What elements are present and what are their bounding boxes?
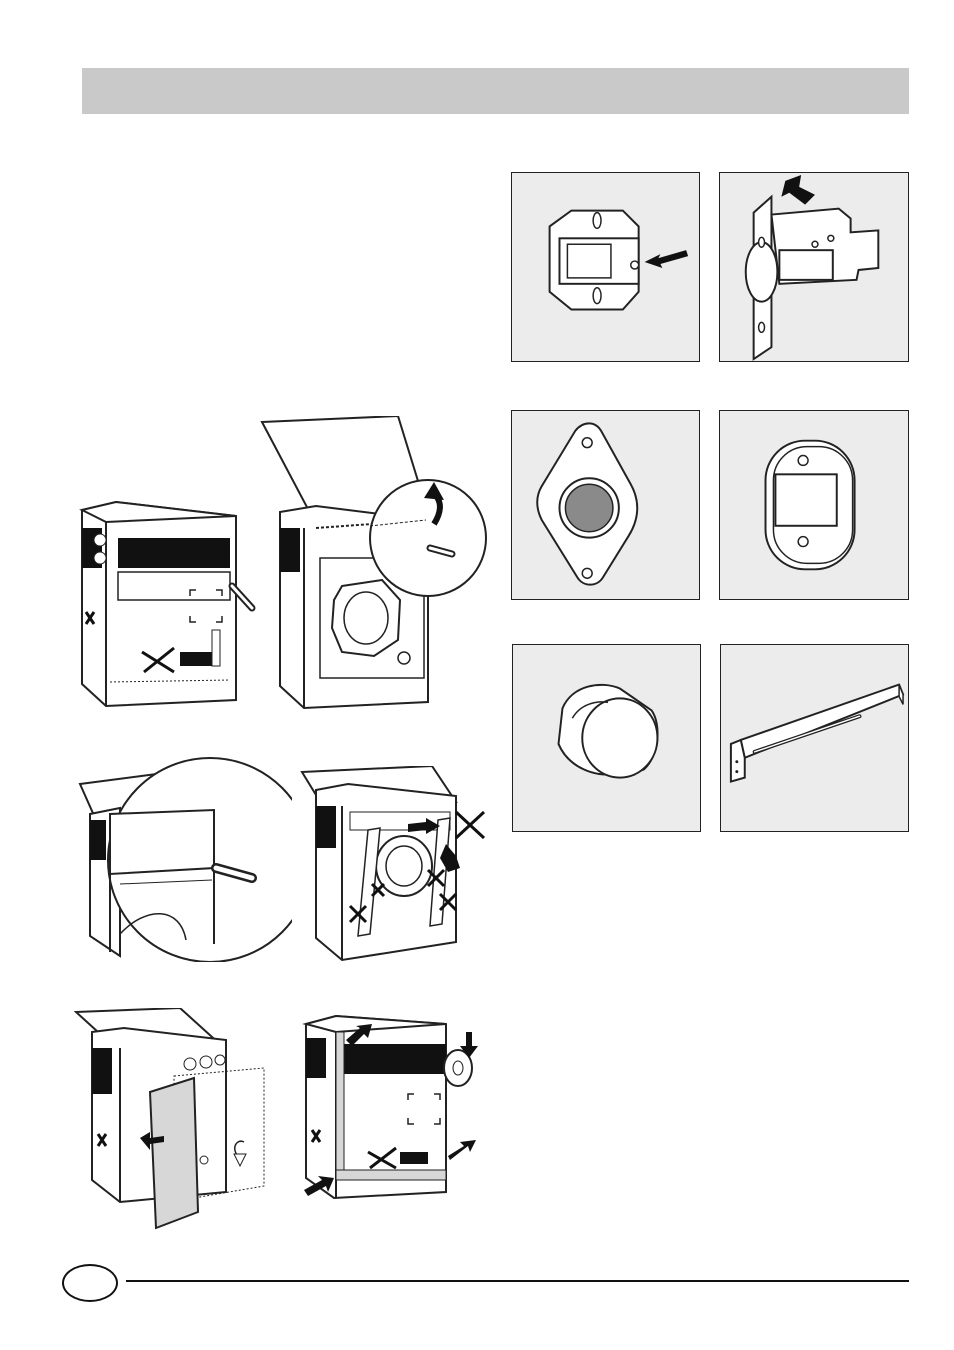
figure-remove-door-panel	[74, 1008, 274, 1236]
header-bar	[82, 68, 909, 114]
remove-rails-icon	[300, 766, 490, 964]
figure-box-cut-open	[258, 416, 488, 712]
page-number-oval	[62, 1264, 118, 1302]
slotted-rail-icon	[721, 645, 908, 831]
box-cut-open-icon	[258, 416, 488, 712]
panel-lock-plate	[511, 172, 700, 362]
remove-door-panel-icon	[74, 1008, 274, 1236]
figure-remove-rails	[300, 766, 490, 964]
panel-hinge-bracket	[719, 172, 909, 362]
panel-slotted-rail	[720, 644, 909, 832]
diamond-plate-icon	[512, 411, 699, 599]
panel-round-buffer	[512, 644, 701, 832]
box-zoom-cut-icon	[76, 756, 292, 962]
figure-tape-box	[300, 1012, 482, 1206]
lock-plate-icon	[512, 173, 699, 361]
panel-diamond-plate	[511, 410, 700, 600]
hinge-bracket-icon	[720, 173, 908, 361]
panel-oval-catch	[719, 410, 909, 600]
round-buffer-icon	[513, 645, 700, 831]
figure-box-packed	[76, 500, 260, 714]
tape-box-icon	[300, 1012, 482, 1206]
footer-rule	[126, 1280, 909, 1282]
oval-catch-icon	[720, 411, 908, 599]
figure-box-zoom-cut	[76, 756, 292, 962]
packed-box-icon	[76, 500, 260, 714]
